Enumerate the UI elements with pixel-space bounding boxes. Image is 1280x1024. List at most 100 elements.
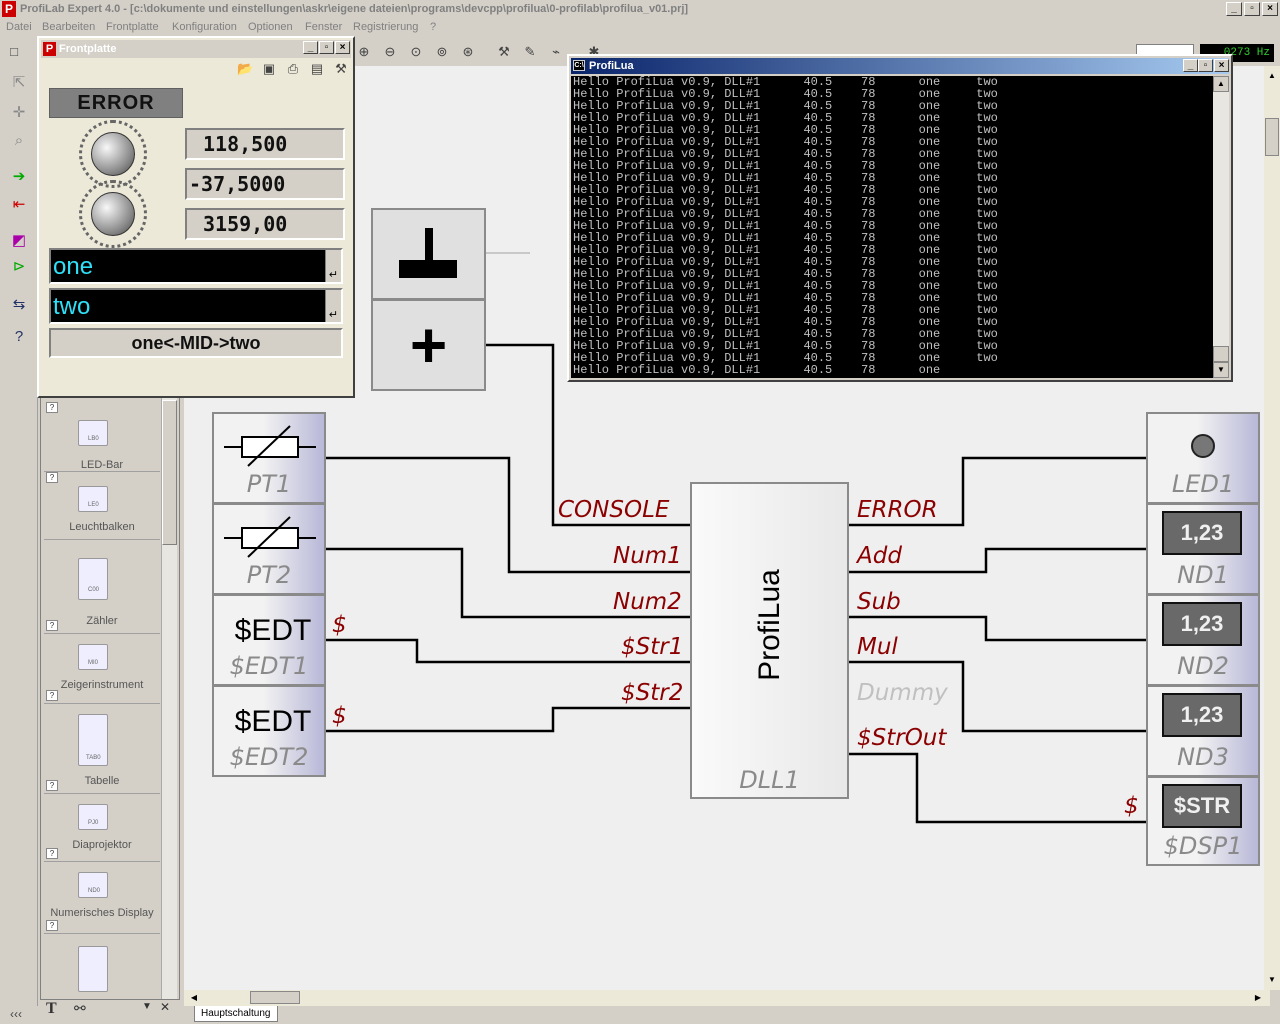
- help-icon[interactable]: ?: [46, 402, 58, 413]
- component-led1[interactable]: LED1: [1146, 412, 1260, 504]
- help-icon[interactable]: ?: [14, 328, 24, 345]
- move-down-icon[interactable]: ▼: [142, 1001, 152, 1012]
- palette-item-led-bar[interactable]: ? LB0 LED-Bar: [44, 402, 160, 472]
- cross-icon[interactable]: ✛: [12, 104, 26, 121]
- zoom-window-icon[interactable]: ⊚: [436, 44, 448, 59]
- close-icon[interactable]: ✕: [160, 1000, 171, 1014]
- palette-scroll-thumb[interactable]: [162, 400, 177, 545]
- run-icon[interactable]: ➔: [12, 168, 26, 185]
- canvas-vertical-scrollbar[interactable]: ▲ ▼: [1264, 66, 1280, 990]
- tools-icon[interactable]: ⚒: [498, 44, 510, 59]
- console-restore-button[interactable]: ▫: [1198, 59, 1213, 72]
- wire-icon[interactable]: ⌁: [552, 44, 560, 59]
- scroll-left-icon[interactable]: ◀: [190, 993, 198, 1002]
- settings-icon[interactable]: ✱: [588, 44, 600, 59]
- scroll-right-icon[interactable]: ▶: [1254, 993, 1262, 1002]
- scroll-thumb[interactable]: [250, 991, 300, 1004]
- scroll-up-icon[interactable]: ▲: [1213, 76, 1229, 92]
- frontplatte-title-bar[interactable]: P Frontplatte _ ▫ ×: [41, 40, 351, 58]
- zoom-out-icon[interactable]: ⊖: [384, 44, 396, 59]
- help-icon[interactable]: ?: [46, 780, 58, 791]
- menu-help[interactable]: ?: [430, 21, 437, 33]
- dll-block[interactable]: ProfiLua DLL1: [690, 482, 849, 799]
- help-icon[interactable]: ?: [46, 848, 58, 859]
- scroll-down-icon[interactable]: ▼: [1213, 362, 1229, 378]
- component-pt2[interactable]: PT2: [212, 503, 326, 595]
- stop-icon[interactable]: ⇤: [12, 196, 26, 213]
- menu-konfiguration[interactable]: Konfiguration: [172, 21, 237, 33]
- menu-fenster[interactable]: Fenster: [305, 21, 343, 33]
- new-file-icon[interactable]: □: [10, 44, 18, 59]
- enter-icon[interactable]: ↵: [325, 250, 341, 282]
- print-icon[interactable]: ⎙: [287, 61, 299, 76]
- palette-item-numerisches-display[interactable]: ? ND0 Numerisches Display: [44, 862, 160, 934]
- help-icon[interactable]: ?: [46, 690, 58, 701]
- menu-frontplatte[interactable]: Frontplatte: [106, 21, 159, 33]
- button-plus-block[interactable]: +: [371, 299, 486, 391]
- menu-registrierung[interactable]: Registrierung: [353, 21, 419, 33]
- binoculars-icon[interactable]: ⚯: [74, 1000, 86, 1016]
- enter-icon[interactable]: ↵: [325, 290, 341, 322]
- component-dsp1[interactable]: $STR $DSP1: [1146, 776, 1260, 866]
- probe-icon[interactable]: ✎: [524, 44, 536, 59]
- swap-icon[interactable]: ⇆: [12, 296, 26, 313]
- button-t-block[interactable]: [371, 208, 486, 300]
- knob-2[interactable]: [91, 192, 135, 236]
- palette-item-leuchtbalken[interactable]: ? LE0 Leuchtbalken: [44, 472, 160, 540]
- fp-close-button[interactable]: ×: [335, 41, 350, 54]
- component-nd2[interactable]: 1,23 ND2: [1146, 594, 1260, 686]
- palette-item-zeigerinstrument[interactable]: ? MI0 Zeigerinstrument: [44, 634, 160, 704]
- component-pt1[interactable]: PT1: [212, 412, 326, 504]
- scroll-thumb[interactable]: [1265, 118, 1279, 156]
- step-icon[interactable]: ⊳: [12, 258, 26, 275]
- paste-icon[interactable]: ▤: [310, 61, 324, 76]
- zoom-all-icon[interactable]: ⊛: [462, 44, 474, 59]
- component-edt1[interactable]: $EDT $EDT1: [212, 594, 326, 686]
- console-scrollbar[interactable]: ▲ ▼: [1213, 76, 1229, 378]
- select-icon[interactable]: ⇱: [12, 74, 26, 91]
- zoom-in-icon[interactable]: ⊕: [358, 44, 370, 59]
- edit-field-2[interactable]: two ↵: [49, 288, 343, 324]
- close-button[interactable]: ×: [1262, 2, 1278, 16]
- restore-button[interactable]: ▫: [1244, 2, 1260, 16]
- menu-bearbeiten[interactable]: Bearbeiten: [42, 21, 96, 33]
- console-title-bar[interactable]: C:\ ProfiLua _ ▫ ×: [571, 58, 1229, 74]
- palette-item-diaprojektor[interactable]: ? PJ0 Diaprojektor: [44, 794, 160, 862]
- component-nd3[interactable]: 1,23 ND3: [1146, 685, 1260, 777]
- open-icon[interactable]: 📂: [237, 61, 254, 76]
- help-icon[interactable]: ?: [46, 620, 58, 631]
- palette-item-zaehler[interactable]: ? C00 Zähler: [44, 540, 160, 634]
- logic-icon[interactable]: ◩: [11, 232, 27, 249]
- console-minimize-button[interactable]: _: [1183, 59, 1198, 72]
- scroll-up-icon[interactable]: ▲: [1268, 71, 1276, 80]
- fp-minimize-button[interactable]: _: [303, 41, 318, 54]
- palette-item-tabelle[interactable]: ? TAB0 Tabelle: [44, 704, 160, 794]
- component-name: ND2: [1177, 652, 1229, 680]
- fp-restore-button[interactable]: ▫: [319, 41, 334, 54]
- component-nd1[interactable]: 1,23 ND1: [1146, 503, 1260, 595]
- minimize-button[interactable]: _: [1226, 2, 1242, 16]
- tab-hauptschaltung[interactable]: Hauptschaltung: [194, 1006, 278, 1022]
- help-icon[interactable]: ?: [46, 920, 58, 931]
- console-close-button[interactable]: ×: [1214, 59, 1229, 72]
- menu-datei[interactable]: Datei: [6, 21, 32, 33]
- palette-scrollbar[interactable]: [161, 396, 177, 999]
- text-tool-icon[interactable]: T: [46, 1000, 57, 1017]
- collapse-button[interactable]: ‹‹‹: [10, 1007, 22, 1021]
- scroll-down-icon[interactable]: ▼: [1268, 975, 1276, 984]
- scroll-thumb[interactable]: [1213, 346, 1229, 362]
- edit-field-1[interactable]: one ↵: [49, 248, 343, 284]
- help-icon[interactable]: ?: [46, 472, 58, 483]
- zoom-icon[interactable]: ⌕: [14, 132, 24, 149]
- knob-1[interactable]: [91, 132, 135, 176]
- zoom-fit-icon[interactable]: ⊙: [410, 44, 422, 59]
- component-edt2[interactable]: $EDT $EDT2: [212, 685, 326, 777]
- canvas-horizontal-scrollbar[interactable]: ◀ ▶: [184, 990, 1270, 1006]
- palette-item-partial[interactable]: [44, 934, 160, 996]
- tool-strip: ⇱ ✛ ⌕ ➔ ⇤ ◩ ⊳ ⇆ ?: [0, 66, 38, 1024]
- tools-icon[interactable]: ⚒: [335, 61, 347, 76]
- save-icon[interactable]: ▣: [262, 61, 276, 76]
- console-window[interactable]: C:\ ProfiLua _ ▫ × Hello ProfiLua v0.9, …: [567, 54, 1233, 382]
- frontplatte-window[interactable]: P Frontplatte _ ▫ × 📂 ▣ ⎙ ▤ ⚒ ERROR 118,…: [37, 36, 355, 398]
- menu-optionen[interactable]: Optionen: [248, 21, 293, 33]
